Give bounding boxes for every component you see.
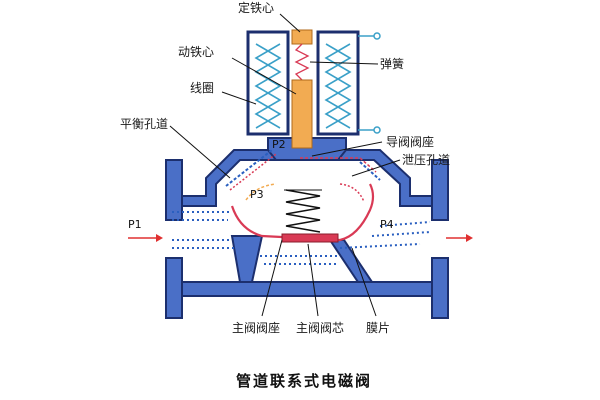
label-moving-core: 动铁心 <box>178 45 214 59</box>
coil-terminals <box>358 32 381 134</box>
lower-wall <box>181 281 433 297</box>
port-p3: P3 <box>250 188 264 201</box>
terminal-top-icon <box>373 32 381 40</box>
main-valve-core <box>281 233 339 243</box>
leader-lines <box>169 13 401 317</box>
relief-hole-channel <box>300 157 381 181</box>
label-main-seat: 主阀阀座 <box>232 320 280 335</box>
bonnet <box>267 137 347 161</box>
label-balance-hole: 平衡孔道 <box>120 117 168 131</box>
diaphragm <box>230 183 375 242</box>
pilot-spring <box>294 43 310 81</box>
label-coil: 线圈 <box>190 81 214 95</box>
coil-right <box>316 30 360 136</box>
label-fixed-core: 定铁心 <box>238 0 274 15</box>
main-spring <box>285 189 321 233</box>
terminal-bottom-icon <box>373 126 381 134</box>
diagram-caption: 管道联系式电磁阀 <box>236 372 372 390</box>
fixed-core <box>291 29 313 45</box>
balance-hole-channel <box>225 149 277 191</box>
label-relief-hole: 泄压孔道 <box>402 153 450 167</box>
valve-body <box>165 137 449 319</box>
right-flange-bottom <box>431 257 449 319</box>
port-p1: P1 <box>128 218 142 231</box>
upper-wall <box>181 149 433 207</box>
moving-core <box>291 79 313 149</box>
label-main-core: 主阀阀芯 <box>296 321 344 335</box>
left-flange-bottom <box>165 257 183 319</box>
coil-left <box>246 30 290 136</box>
label-spring: 弹簧 <box>380 56 404 71</box>
label-pilot-seat: 导阀阀座 <box>386 134 434 149</box>
inlet-arrow-icon <box>128 234 163 242</box>
label-diaphragm: 膜片 <box>366 321 390 335</box>
partition-wall <box>230 235 264 283</box>
port-p4: P4 <box>380 218 394 231</box>
port-p2: P2 <box>272 138 286 151</box>
outlet-arrow-icon <box>446 234 473 242</box>
right-flange-top <box>431 159 449 221</box>
